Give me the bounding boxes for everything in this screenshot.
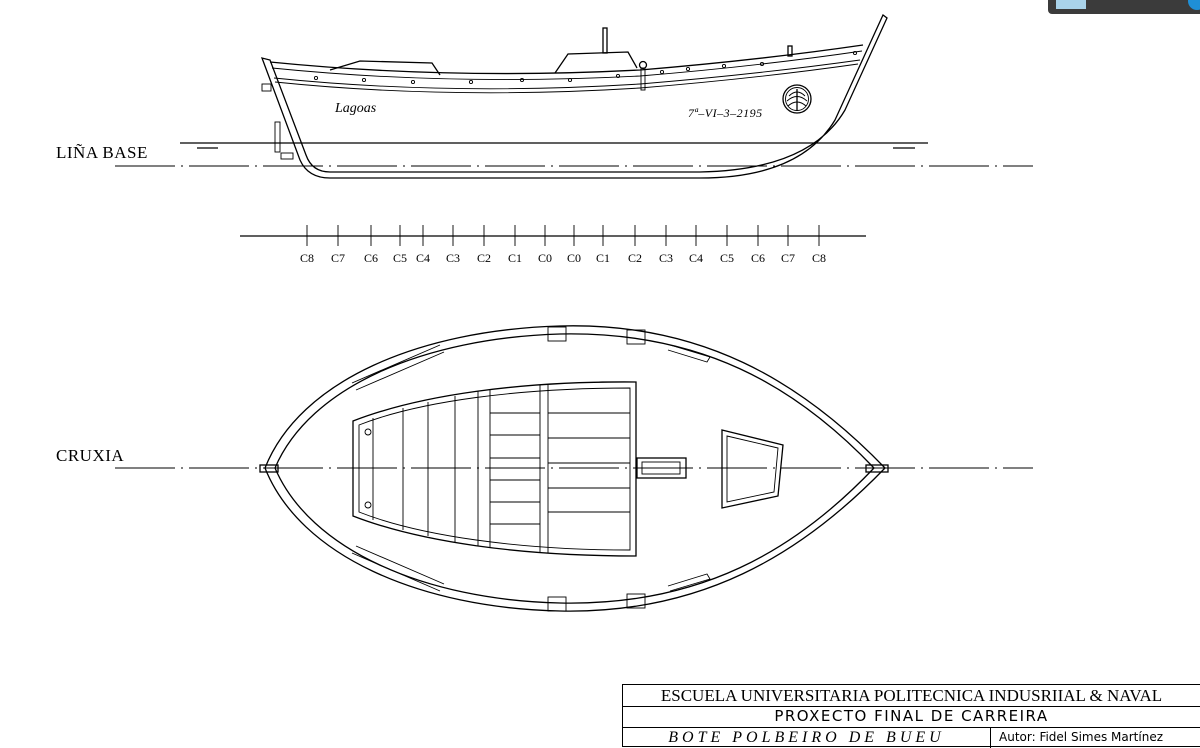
rubrail-line (273, 59, 861, 90)
bench (667, 344, 711, 363)
station-label: C5 (392, 251, 407, 265)
sheer-line (269, 44, 864, 75)
hatch-inner (726, 435, 779, 503)
station-ruler (240, 225, 866, 246)
bench (351, 545, 445, 592)
stem-post (865, 464, 889, 473)
mast-step (636, 457, 687, 479)
oarlock (638, 60, 648, 70)
oarlock-block (626, 329, 646, 345)
title-bottom-row: BOTE POLBEIRO DE BUEU Autor: Fidel Simes… (623, 727, 1200, 748)
overlay-button[interactable] (1188, 0, 1200, 10)
boat-name: Lagoas (335, 101, 377, 116)
bench (667, 573, 711, 592)
station-label: C4 (688, 251, 703, 265)
rudder-pintle (274, 121, 281, 153)
author: Autor: Fidel Simes Martínez (990, 727, 1200, 748)
school-name: ESCUELA UNIVERSITARIA POLITECNICA INDUSR… (623, 685, 1200, 707)
hull-plan-inner (274, 333, 875, 604)
base-line-label: LIÑA BASE (56, 143, 148, 162)
title-block: ESCUELA UNIVERSITARIA POLITECNICA INDUSR… (622, 684, 1200, 748)
station-label: C6 (363, 251, 378, 265)
oarlock-block (626, 593, 646, 609)
station-label: C2 (627, 251, 642, 265)
hull-outline (260, 13, 888, 179)
mid-deck (554, 51, 638, 74)
oarlock-block (547, 596, 567, 612)
stern-post (259, 464, 279, 473)
station-label: C5 (719, 251, 734, 265)
hatch (721, 429, 784, 509)
station-label: C7 (330, 251, 345, 265)
registration-number: 7ª–VI–3–2195 (688, 106, 763, 120)
cockpit-frames (364, 385, 630, 553)
hull-plan-outer (264, 325, 886, 612)
station-label: C1 (595, 251, 610, 265)
station-label: C4 (415, 251, 430, 265)
rivets (313, 50, 858, 85)
profile-view (115, 13, 1033, 179)
station-label: C8 (299, 251, 314, 265)
cockpit-outer (352, 381, 637, 557)
station-label: C8 (811, 251, 826, 265)
oarlock-plate (640, 67, 646, 91)
rudder-fitting (261, 83, 272, 92)
stern-deck (329, 60, 441, 76)
project-title: PROXECTO FINAL DE CARREIRA (623, 706, 1200, 728)
centerline-label: CRUXIA (56, 446, 125, 465)
window-overlay (1048, 0, 1200, 14)
station-label: C0 (537, 251, 552, 265)
station-label: C0 (566, 251, 581, 265)
mast-stub (602, 27, 608, 54)
emblem-icon (782, 84, 812, 114)
rudder-fitting (280, 152, 294, 160)
drawing-name: BOTE POLBEIRO DE BUEU (668, 729, 945, 746)
mast-step-inner (641, 461, 681, 475)
station-label: C1 (507, 251, 522, 265)
oarlock-block (547, 326, 567, 342)
station-label: C2 (476, 251, 491, 265)
gunwale-line (271, 50, 863, 81)
thumbnail[interactable] (1056, 0, 1086, 9)
station-label: C3 (445, 251, 460, 265)
station-label: C6 (750, 251, 765, 265)
plan-view (115, 325, 1033, 612)
cockpit-inner (358, 387, 631, 551)
station-label: C7 (780, 251, 795, 265)
tholepin (787, 45, 793, 57)
rubrail-line (274, 63, 859, 94)
bench (351, 344, 445, 391)
station-label: C3 (658, 251, 673, 265)
